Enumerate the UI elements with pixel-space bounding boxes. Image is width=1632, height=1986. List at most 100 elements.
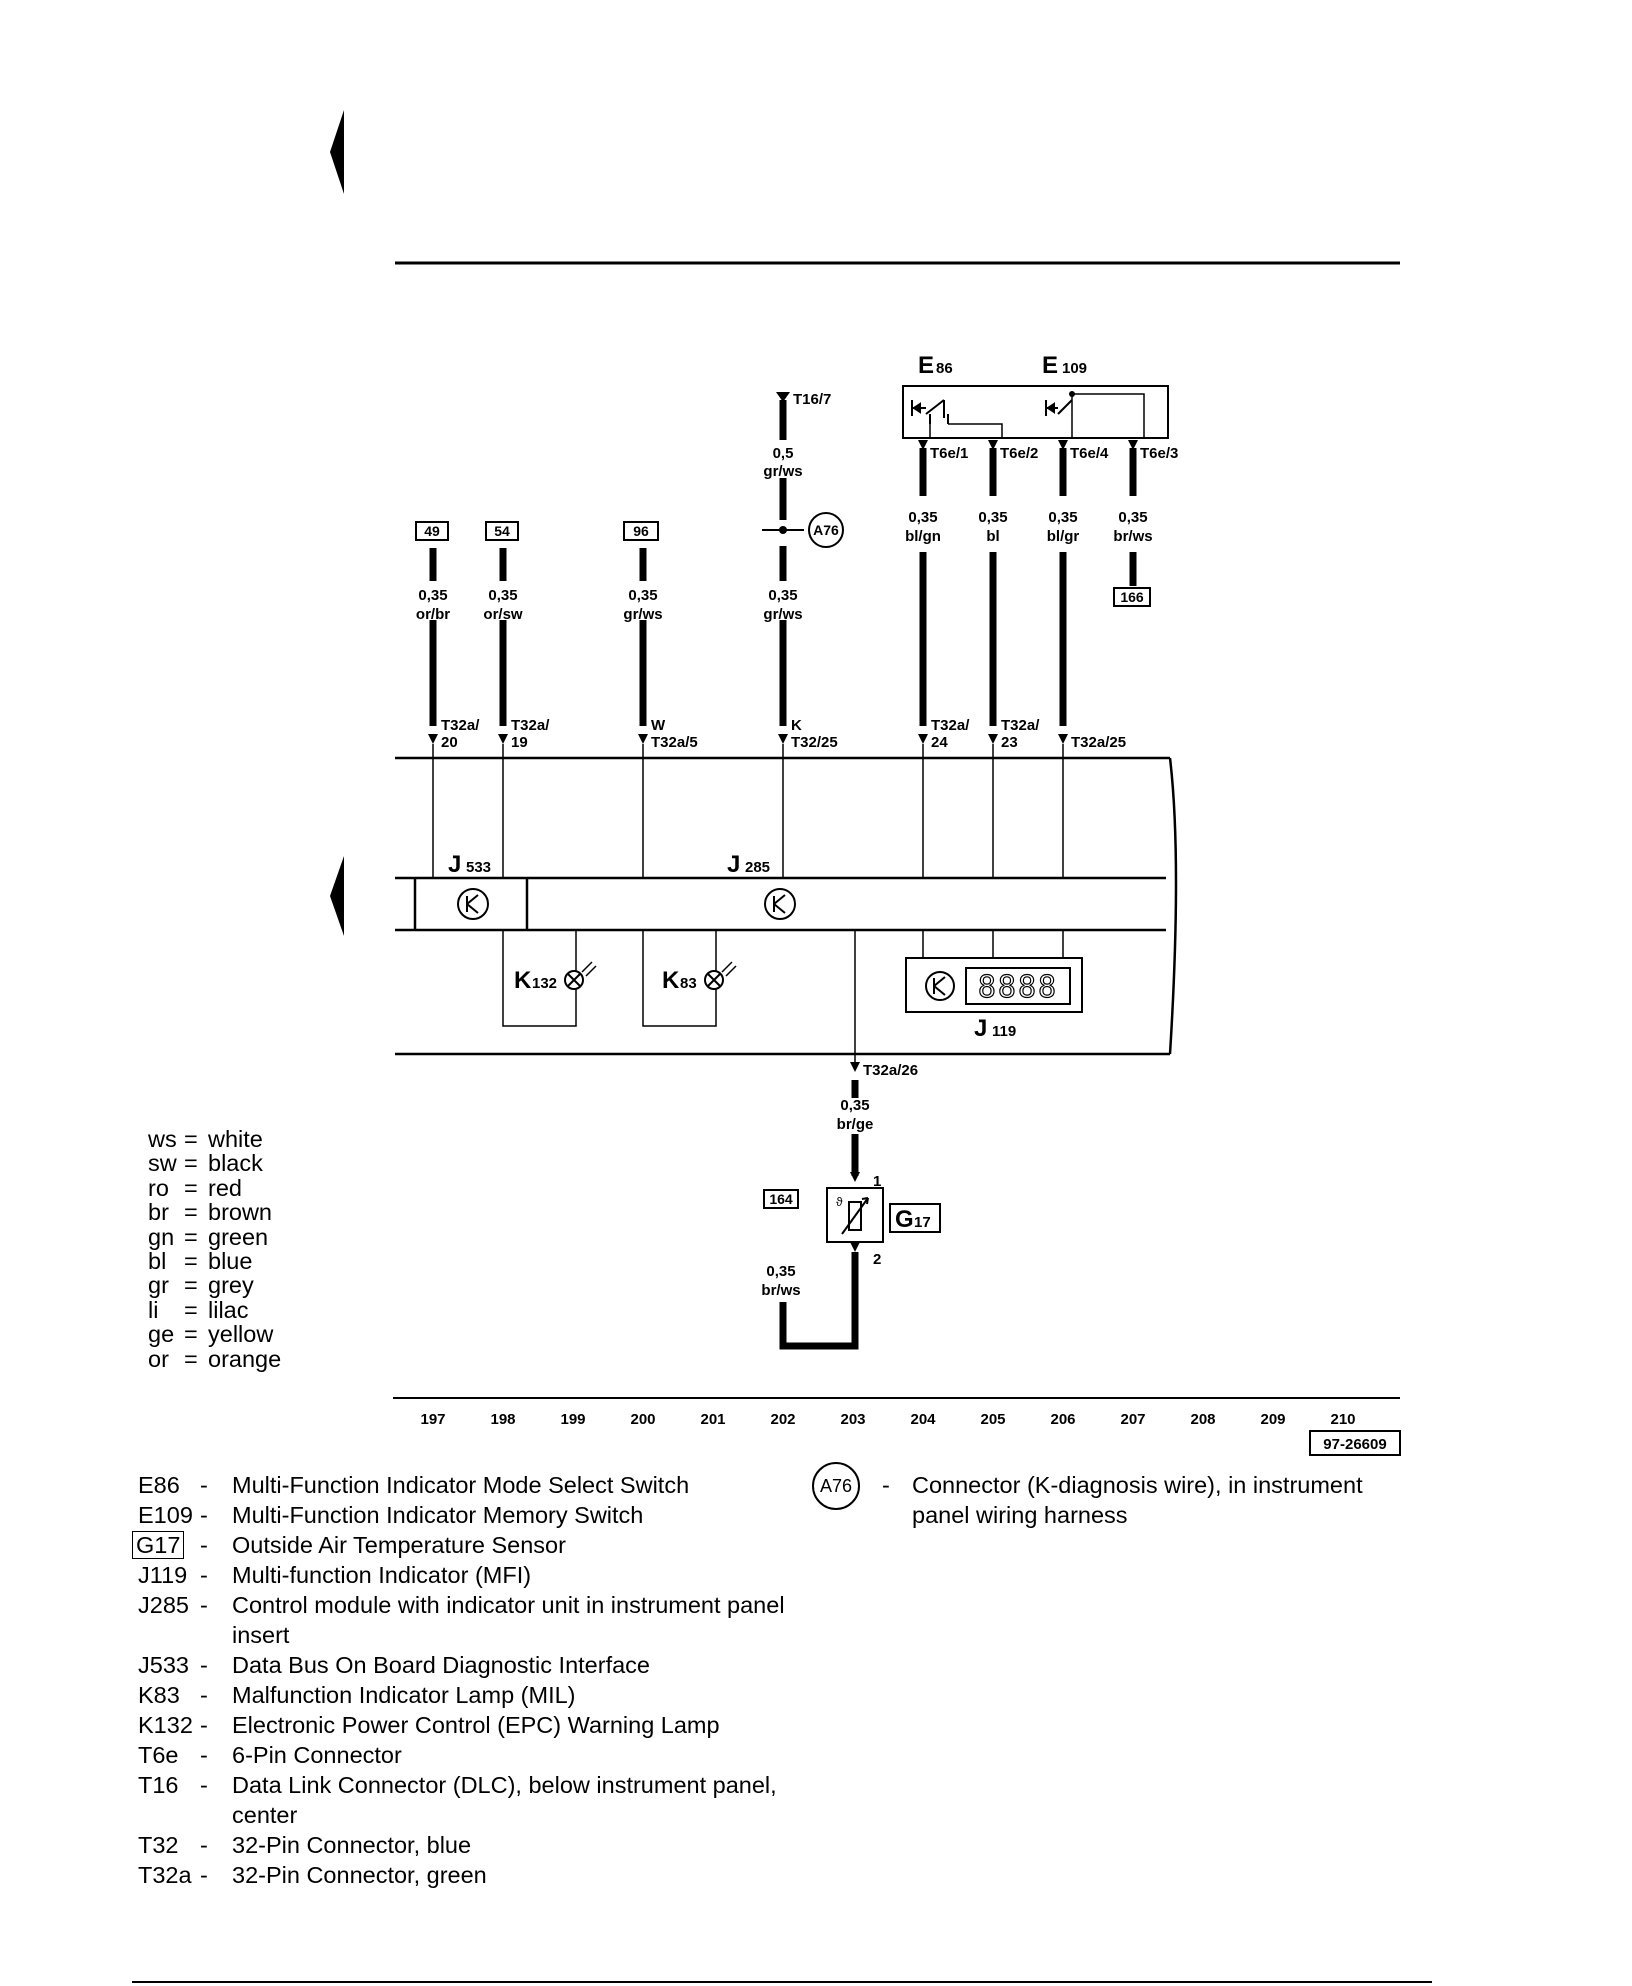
svg-text:br/ws: br/ws (1113, 528, 1152, 545)
svg-text:0,35: 0,35 (418, 587, 447, 604)
svg-text:or/br: or/br (416, 606, 450, 623)
svg-text:207: 207 (1120, 1411, 1145, 1428)
wire-labels: 0,35 or/br 0,35 or/sw 0,35 gr/ws 0,5 gr/… (416, 445, 1153, 1299)
svg-text:T32a/: T32a/ (511, 717, 550, 734)
page-marker-top[interactable] (330, 110, 344, 194)
svg-text:K: K (662, 967, 680, 994)
svg-text:96: 96 (633, 523, 649, 539)
svg-text:0,35: 0,35 (978, 509, 1007, 526)
svg-text:203: 203 (840, 1411, 865, 1428)
svg-text:2: 2 (873, 1251, 881, 1268)
a76-connector[interactable]: A76 (762, 512, 844, 548)
e86-label-letter: E (918, 352, 934, 379)
svg-text:0,35: 0,35 (1048, 509, 1077, 526)
color-row: sw=black (148, 1150, 263, 1177)
component-legend: E86-Multi-Function Indicator Mode Select… (132, 1470, 792, 1890)
svg-text:209: 209 (1260, 1411, 1285, 1428)
k83-lamp-icon (704, 961, 737, 990)
svg-text:T32/25: T32/25 (791, 734, 838, 751)
svg-text:T32a/: T32a/ (441, 717, 480, 734)
svg-text:J: J (727, 851, 740, 878)
a76-legend-symbol: A76 (812, 1462, 860, 1510)
svg-text:1: 1 (873, 1173, 881, 1190)
svg-text:54: 54 (494, 523, 510, 539)
svg-text:201: 201 (700, 1411, 725, 1428)
svg-text:533: 533 (466, 859, 491, 876)
svg-text:0,35: 0,35 (840, 1097, 869, 1114)
svg-text:T16/7: T16/7 (793, 391, 831, 408)
legend-item: T32-32-Pin Connector, blue (138, 1832, 472, 1858)
svg-text:199: 199 (560, 1411, 585, 1428)
color-row: li=lilac (148, 1296, 249, 1323)
svg-text:bl/gr: bl/gr (1047, 528, 1080, 545)
legend-item: J119-Multi-function Indicator (MFI) (138, 1562, 532, 1588)
svg-text:0,35: 0,35 (488, 587, 517, 604)
svg-text:J: J (974, 1015, 987, 1042)
j119-transistor-icon (925, 971, 955, 1001)
svg-text:210: 210 (1330, 1411, 1355, 1428)
j533-transistor-icon (457, 888, 489, 920)
svg-text:202: 202 (770, 1411, 795, 1428)
ref-box-96[interactable]: 96 (623, 521, 659, 541)
k132-lamp[interactable]: K 132 (502, 930, 597, 1027)
legend-item: K83-Malfunction Indicator Lamp (MIL) (138, 1682, 576, 1708)
column-ruler: 197 198 199 200 201 202 203 204 205 206 … (393, 1397, 1400, 1428)
svg-text:T32a/: T32a/ (931, 717, 970, 734)
ref-box-49[interactable]: 49 (415, 521, 449, 541)
pin-labels: T16/7 T6e/1 T6e/2 T6e/4 T6e/3 T32a/ 20 T… (441, 391, 1178, 1268)
svg-text:T32a/26: T32a/26 (863, 1062, 918, 1079)
legend-item: T16-Data Link Connector (DLC), below ins… (138, 1772, 777, 1828)
j119-mfi[interactable]: 8888 J 119 (905, 930, 1083, 1042)
svg-text:br/ws: br/ws (761, 1282, 800, 1299)
svg-text:0,5: 0,5 (773, 445, 794, 462)
e86-switch-icon (911, 399, 949, 424)
ref-box-54[interactable]: 54 (485, 521, 519, 541)
j533-module[interactable]: J 533 (448, 851, 491, 920)
connector-arrows (428, 392, 1138, 1252)
instrument-cluster-housing (395, 744, 1178, 1062)
connector-legend: A76 - Connector (K-diagnosis wire), in i… (812, 1462, 1392, 1530)
wire-bundle-upper (429, 400, 1137, 726)
svg-text:T6e/1: T6e/1 (930, 445, 968, 462)
svg-text:bl: bl (986, 528, 999, 545)
thermistor-icon: ϑ (836, 1195, 869, 1235)
svg-text:W: W (651, 717, 666, 734)
svg-text:198: 198 (490, 1411, 515, 1428)
svg-text:K: K (791, 717, 802, 734)
svg-text:119: 119 (992, 1023, 1016, 1040)
a76-label: A76 (813, 522, 839, 538)
color-code-legend: ws=white sw=black ro=red br=brown gn=gre… (148, 1127, 281, 1371)
svg-text:285: 285 (745, 859, 770, 876)
svg-text:97-26609: 97-26609 (1323, 1436, 1386, 1453)
svg-text:gr/ws: gr/ws (763, 606, 802, 623)
legend-item: E86-Multi-Function Indicator Mode Select… (138, 1472, 690, 1498)
e109-label-num: 109 (1062, 360, 1087, 377)
legend-item: J533-Data Bus On Board Diagnostic Interf… (138, 1652, 650, 1678)
a76-legend-desc: Connector (K-diagnosis wire), in instrum… (912, 1472, 1363, 1528)
svg-text:49: 49 (424, 523, 440, 539)
svg-text:or/sw: or/sw (483, 606, 523, 623)
color-row: ro=red (148, 1174, 242, 1201)
color-row: gr=grey (148, 1272, 254, 1299)
svg-text:0,35: 0,35 (1118, 509, 1147, 526)
ref-box-166[interactable]: 166 (1113, 587, 1151, 607)
color-row: bl=blue (148, 1248, 253, 1275)
figure-id-box: 97-26609 (1309, 1430, 1401, 1456)
g17-sensor[interactable]: ϑ G 17 (779, 1080, 941, 1350)
color-row: ws=white (148, 1126, 263, 1152)
svg-text:166: 166 (1120, 589, 1144, 605)
svg-text:T32a/25: T32a/25 (1071, 734, 1126, 751)
ref-box-164[interactable]: 164 (763, 1189, 799, 1209)
svg-text:T6e/4: T6e/4 (1070, 445, 1109, 462)
e86-label-num: 86 (936, 360, 953, 377)
svg-text:20: 20 (441, 734, 458, 751)
svg-text:17: 17 (914, 1214, 931, 1231)
g17-boxed-code: G17 (132, 1531, 185, 1559)
k83-lamp[interactable]: K 83 (642, 930, 737, 1027)
page-marker-middle[interactable] (330, 856, 344, 936)
svg-text:0,35: 0,35 (628, 587, 657, 604)
svg-text:G: G (895, 1206, 914, 1233)
svg-text:br/ge: br/ge (837, 1116, 874, 1133)
j285-module[interactable]: J 285 (727, 851, 796, 920)
